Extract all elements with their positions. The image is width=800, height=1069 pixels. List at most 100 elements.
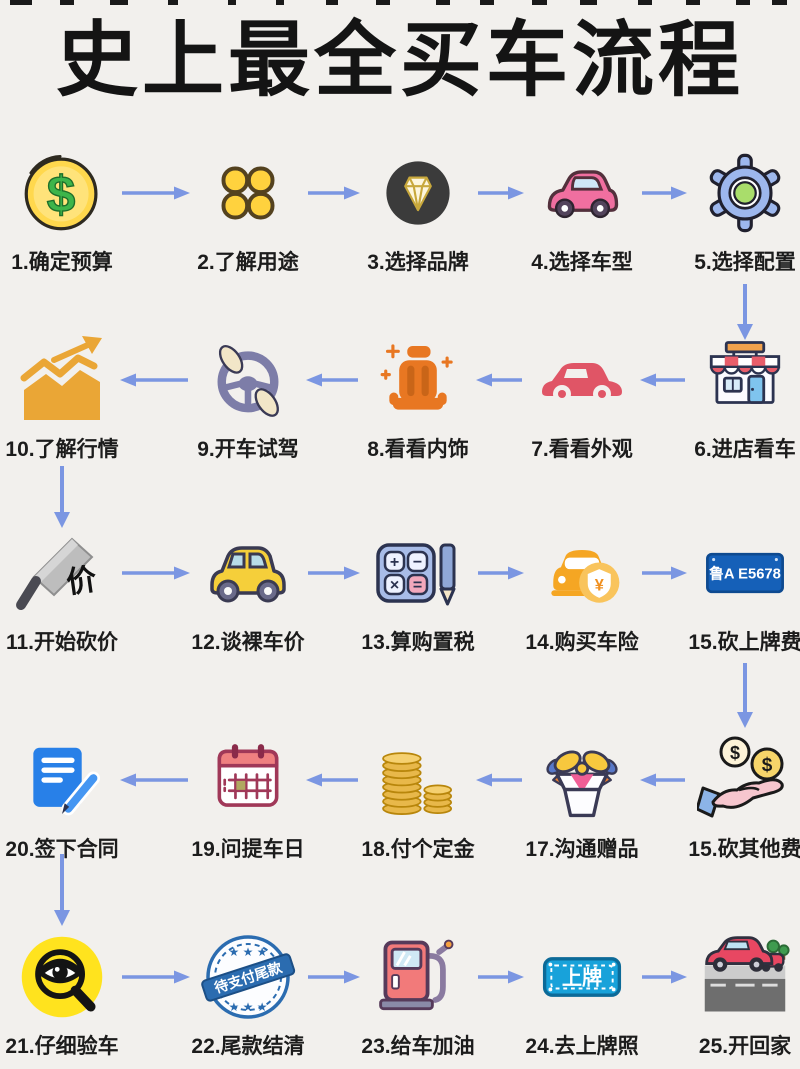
step-label: 4.选择车型 [531,251,633,274]
drive-home-icon [660,930,800,1024]
minus-glyph: − [413,554,422,571]
step-10: 10.了解行情 [0,333,147,463]
times-glyph: × [390,577,399,594]
svg-text:★ ★ ★: ★ ★ ★ [229,945,268,959]
step-7: 7.看看外观 [497,333,667,463]
step-label: 22.尾款结清 [191,1035,305,1058]
eye-magnifier-icon [0,930,147,1024]
step-22: ★ ★ ★ ★ ★ ★ 待支付尾款 22.尾款结清 [163,930,333,1060]
step-1: $ 1.确定预算 [0,146,147,276]
arrow-down-icon [53,854,71,926]
step-label: 13.算购置税 [361,631,475,654]
step-12: 12.谈裸车价 [163,526,333,656]
step-24: 上牌 24.去上牌照 [497,930,667,1060]
step-label: 7.看看外观 [531,438,633,461]
step-23: 23.给车加油 [333,930,503,1060]
arrow-right-icon [306,969,360,985]
arrow-right-icon [120,969,190,985]
equals-glyph: = [413,577,422,594]
arrow-left-icon [306,372,360,388]
step-label: 8.看看内饰 [367,438,469,461]
car-insurance-icon: ¥ [497,526,667,620]
step-18: 18.付个定金 [333,733,503,863]
step-11: 价 11.开始砍价 [0,526,147,656]
license-plate-icon: 鲁A E5678 [660,526,800,620]
coin-stacks-icon [333,733,503,827]
arrow-down-icon [53,466,71,528]
plate-text: 鲁A E5678 [709,564,781,582]
arrow-left-icon [640,772,687,788]
gift-box-icon [497,733,667,827]
gear-icon [660,146,800,240]
arrow-down-icon [736,663,754,728]
step-label: 6.进店看车 [694,438,796,461]
step-label: 24.去上牌照 [525,1035,639,1058]
dollar-coin-icon: $ [0,146,147,240]
step-label: 10.了解行情 [5,438,119,461]
arrow-right-icon [476,185,524,201]
step-16: $ $ 15.砍其他费 [660,733,800,863]
step-label: 3.选择品牌 [367,251,469,274]
step-label: 15.砍上牌费 [688,631,800,654]
arrow-right-icon [120,565,190,581]
step-5: 5.选择配置 [660,146,800,276]
step-25: 25.开回家 [660,930,800,1060]
arrow-right-icon [306,565,360,581]
step-9: 9.开车试驾 [163,333,333,463]
clover-icon [163,146,333,240]
step-label: 23.给车加油 [361,1035,475,1058]
step-2: 2.了解用途 [163,146,333,276]
dollar-glyph: $ [762,755,773,776]
step-label: 19.问提车日 [191,838,305,861]
arrow-right-icon [306,185,360,201]
step-4: 4.选择车型 [497,146,667,276]
arrow-left-icon [306,772,360,788]
step-label: 14.购买车险 [525,631,639,654]
step-label: 11.开始砍价 [5,631,119,654]
step-label: 18.付个定金 [361,838,475,861]
step-label: 2.了解用途 [197,251,299,274]
steering-wheel-icon [163,333,333,427]
diamond-badge-icon [333,146,503,240]
step-14: ¥ 14.购买车险 [497,526,667,656]
arrow-down-icon [736,284,754,340]
arrow-right-icon [640,565,687,581]
step-label: 17.沟通赠品 [525,838,639,861]
step-label: 15.砍其他费 [688,838,800,861]
step-label: 25.开回家 [698,1035,792,1058]
price-glyph: 价 [64,563,98,600]
arrow-left-icon [640,372,687,388]
arrow-right-icon [476,565,524,581]
storefront-icon [660,333,800,427]
step-19: 19.问提车日 [163,733,333,863]
pink-car-icon [497,146,667,240]
step-15: 鲁A E5678 15.砍上牌费 [660,526,800,656]
step-8: 8.看看内饰 [333,333,503,463]
plus-glyph: + [390,554,399,571]
step-17: 17.沟通赠品 [497,733,667,863]
calendar-icon [163,733,333,827]
step-label: 21.仔细验车 [5,1035,119,1058]
yellow-car-icon [163,526,333,620]
step-label: 20.签下合同 [5,838,119,861]
step-label: 5.选择配置 [694,251,796,274]
arrow-left-icon [476,772,524,788]
car-seat-icon [333,333,503,427]
hand-coins-icon: $ $ [660,733,800,827]
svg-text:★ ★ ★: ★ ★ ★ [229,1000,268,1014]
cleaver-icon: 价 [0,526,147,620]
arrow-right-icon [640,185,687,201]
step-label: 1.确定预算 [11,251,113,274]
arrow-right-icon [120,185,190,201]
payment-stamp-icon: ★ ★ ★ ★ ★ ★ 待支付尾款 [163,930,333,1024]
step-13: + − × = 13.算购置税 [333,526,503,656]
sign-text: 上牌 [562,966,602,990]
yuan-glyph: ¥ [595,576,604,594]
arrow-right-icon [476,969,524,985]
step-21: 21.仔细验车 [0,930,147,1060]
step-6: 6.进店看车 [660,333,800,463]
calculator-icon: + − × = [333,526,503,620]
arrow-right-icon [640,969,687,985]
dollar-glyph: $ [47,165,76,222]
